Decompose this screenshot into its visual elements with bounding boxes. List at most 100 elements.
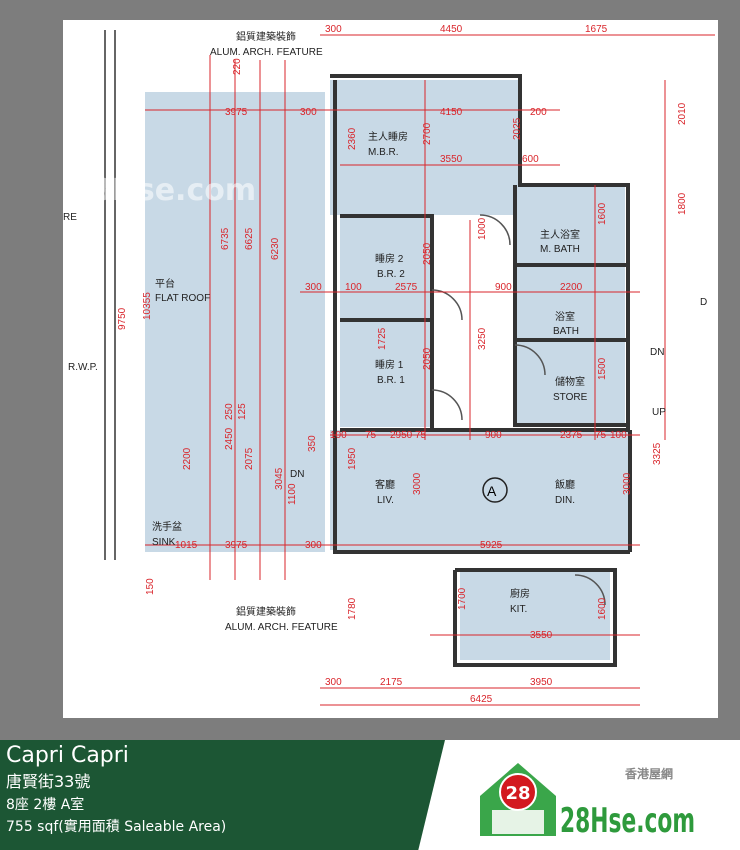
room-din-cn: 飯廳 xyxy=(555,478,575,491)
store-area xyxy=(515,340,625,425)
dimension-label: 2360 xyxy=(347,127,358,150)
up-label: UP xyxy=(652,407,666,418)
dimension-label: 1500 xyxy=(597,357,608,380)
room-sink-en: SINK xyxy=(152,537,176,548)
feature-label-cn: 鋁質建築裝飾 xyxy=(236,605,296,618)
dimension-label: 2025 xyxy=(512,117,523,140)
unit-marker: A xyxy=(487,483,497,499)
dimension-label: 2050 xyxy=(422,347,433,370)
dimension-label: 2200 xyxy=(182,447,193,470)
dn-label: DN xyxy=(290,469,304,480)
wall-bedrooms xyxy=(340,214,434,430)
room-flatroof-cn: 平台 xyxy=(155,277,175,290)
dimension-label: 75 xyxy=(595,430,607,441)
dimension-label: 100 xyxy=(330,430,347,441)
dimension-label: 2200 xyxy=(560,282,583,293)
unit-marker-circle xyxy=(482,477,508,503)
room-bath-en: BATH xyxy=(553,326,579,337)
door-swings xyxy=(104,30,606,606)
dimension-label: 5925 xyxy=(480,540,503,551)
brand-name: 28Hse.com xyxy=(560,801,695,838)
dimension-label: 900 xyxy=(495,282,512,293)
dimension-label: 10355 xyxy=(142,292,153,320)
dimension-label: 1725 xyxy=(377,327,388,350)
re-label: RE xyxy=(63,212,77,223)
room-br2-en: B.R. 2 xyxy=(377,269,405,280)
dimension-label: 1100 xyxy=(287,483,298,505)
unit-info: 8座 2樓 A室 xyxy=(6,797,85,813)
brand-logo[interactable]: 28 28Hse.com xyxy=(478,758,698,838)
watermarks: 28Hse.com 28Hse.com xyxy=(70,173,256,713)
dimension-label: 300 xyxy=(305,282,322,293)
door-kitchen xyxy=(574,574,606,606)
room-br1-cn: 睡房 1 xyxy=(375,358,404,371)
estate-name: Capri Capri xyxy=(6,743,129,768)
room-mbath-cn: 主人浴室 xyxy=(540,228,580,241)
room-store-en: STORE xyxy=(553,392,588,403)
feature-label-en: ALUM. ARCH. FEATURE xyxy=(210,47,323,58)
house-door xyxy=(492,810,544,834)
dimension-label: 3975 xyxy=(225,540,248,551)
bedroom-2-area xyxy=(340,218,432,318)
room-liv-cn: 客廳 xyxy=(375,478,395,491)
dimension-label: 2075 xyxy=(244,447,255,470)
room-br2-cn: 睡房 2 xyxy=(375,252,404,265)
dimension-label: 300 xyxy=(325,677,342,688)
room-store-cn: 儲物室 xyxy=(555,375,585,388)
dimension-label: 1600 xyxy=(597,597,608,620)
dimension-label: 1600 xyxy=(597,202,608,225)
dimension-label: 6425 xyxy=(470,694,493,705)
room-flatroof-en: FLAT ROOF xyxy=(155,293,210,304)
dimension-label: 1800 xyxy=(677,192,688,215)
dimension-label: 3045 xyxy=(274,467,285,490)
info-panel: Capri Capri 唐賢街33號 8座 2樓 A室 755 sqf(實用面積… xyxy=(0,740,445,850)
footer-bar: Capri Capri 唐賢街33號 8座 2樓 A室 755 sqf(實用面積… xyxy=(0,740,740,850)
room-liv-en: LIV. xyxy=(377,495,394,506)
dimension-label: 300 xyxy=(300,107,317,118)
dimension-label: 3325 xyxy=(652,442,663,465)
feature-label-en: ALUM. ARCH. FEATURE xyxy=(225,622,338,633)
dimension-lines xyxy=(145,34,715,706)
dimension-label: 250 xyxy=(224,403,235,420)
dimension-label: 1675 xyxy=(585,24,608,35)
feature-label-cn: 鋁質建築裝飾 xyxy=(236,30,296,43)
dimension-label: 125 xyxy=(237,403,248,420)
bedroom-1-area xyxy=(340,322,432,427)
dimension-label: 200 xyxy=(530,107,547,118)
door-store xyxy=(514,344,546,376)
room-labels: 鋁質建築裝飾 ALUM. ARCH. FEATURE 鋁質建築裝飾 ALUM. … xyxy=(63,30,707,633)
dimension-label: 1700 xyxy=(457,587,468,610)
kitchen-area xyxy=(460,570,610,660)
dimension-label: 1950 xyxy=(347,447,358,470)
door-br2 xyxy=(431,289,463,321)
dimension-label: 3000 xyxy=(622,472,633,495)
dimension-label: 3975 xyxy=(225,107,248,118)
dimension-label: 2010 xyxy=(677,102,688,125)
dimension-label: 75 xyxy=(415,430,427,441)
wall-bath-dividers xyxy=(515,263,628,342)
wall-kitchen xyxy=(453,568,617,667)
dimension-label: 2375 xyxy=(560,430,583,441)
watermark: 28Hse.com xyxy=(70,173,256,208)
dimension-label: 6735 xyxy=(220,227,231,250)
dimension-label: 2950 xyxy=(390,430,413,441)
dimension-label: 2575 xyxy=(395,282,418,293)
dimension-label: 2175 xyxy=(380,677,403,688)
dimension-label: 4150 xyxy=(440,107,463,118)
dimension-label: 100 xyxy=(610,430,627,441)
floor-plan: 28Hse.com 28Hse.com 鋁質建築裝飾 ALUM. ARCH. F… xyxy=(63,20,718,718)
rwp-label: R.W.P. xyxy=(68,362,98,373)
dimension-label: 350 xyxy=(307,435,318,452)
saleable-area: 755 sqf(實用面積 Saleable Area) xyxy=(6,819,227,835)
dimension-label: 3550 xyxy=(530,630,553,641)
room-br1-en: B.R. 1 xyxy=(377,375,405,386)
dimension-label: 600 xyxy=(522,154,539,165)
dimension-label: 2450 xyxy=(224,427,235,450)
watermark: 28Hse.com xyxy=(70,678,256,713)
dimension-label: 300 xyxy=(305,540,322,551)
dimension-label: 220 xyxy=(232,58,243,75)
brand-cn: 香港屋網 xyxy=(625,767,674,781)
dimension-label: 75 xyxy=(365,430,377,441)
dimension-label: 3950 xyxy=(530,677,553,688)
